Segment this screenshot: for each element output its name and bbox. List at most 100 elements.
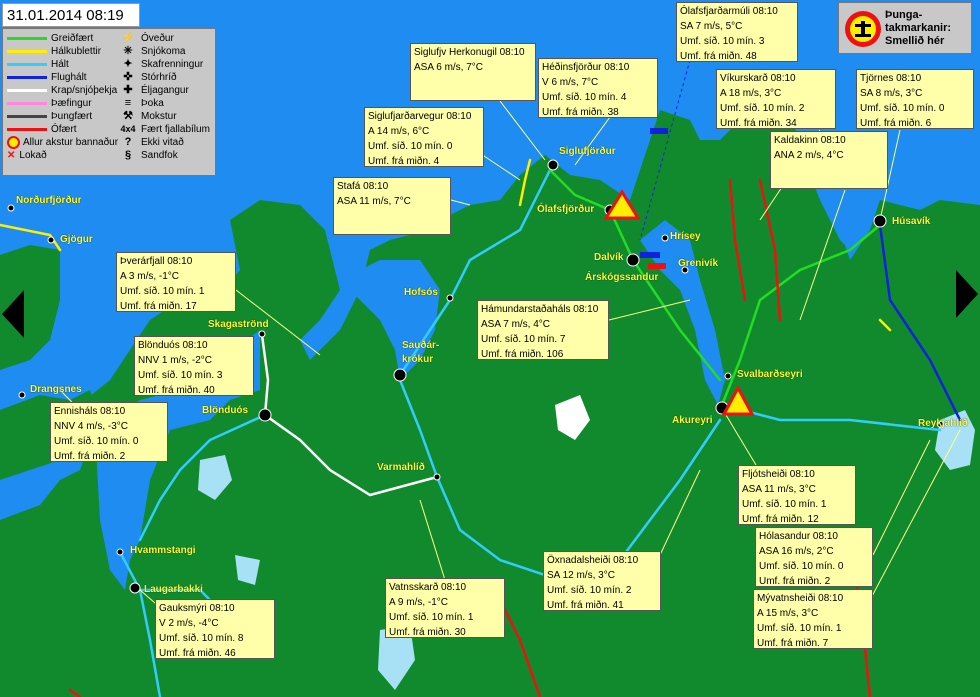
town-label[interactable]: Gjögur (60, 234, 93, 245)
fjord-skagafjordur (340, 260, 440, 380)
lake-1 (198, 455, 232, 500)
station-traffic-midnight: Umf. frá miðn. 30 (389, 627, 466, 638)
station-oxnadalsheidi[interactable]: Öxnadalsheiði 08:10 SA 12 m/s, 3°C Umf. … (543, 551, 661, 611)
station-traffic-10min: Umf. síð. 10 mín. 8 (159, 633, 244, 644)
town-label[interactable]: Húsavík (892, 216, 931, 227)
legend-label: Hálkublettir (51, 46, 102, 57)
legend-row: ⚒Mokstur (119, 110, 210, 123)
legend-row: Ófært (7, 123, 118, 136)
station-traffic-midnight: Umf. frá miðn. 4 (368, 156, 440, 167)
town-label[interactable]: Siglufjörður (559, 146, 616, 157)
station-kaldakinn[interactable]: Kaldakinn 08:10 ANA 2 m/s, 4°C (770, 131, 888, 189)
town-label[interactable]: Hvammstangi (130, 545, 196, 556)
legend-label: Ekki vitað (141, 137, 184, 148)
legend-row: ✕Lokað (7, 149, 118, 162)
station-olafsfjardarmuli[interactable]: Ólafsfjarðarmúli 08:10 SA 7 m/s, 5°C Umf… (676, 2, 798, 62)
station-ennishals[interactable]: Ennisháls 08:10 NNV 4 m/s, -3°C Umf. síð… (50, 402, 168, 462)
town-label[interactable]: Árskógssandur (585, 272, 659, 283)
station-fljotsheidi[interactable]: Fljótsheiði 08:10 ASA 11 m/s, 3°C Umf. s… (738, 465, 856, 525)
town-label[interactable]: Hofsós (404, 287, 438, 298)
station-wind: V 6 m/s, 7°C (542, 77, 599, 88)
legend-label: Stórhríð (141, 72, 177, 83)
legend-label: Fært fjallabílum (141, 124, 210, 135)
legend-line-swatch (7, 50, 47, 53)
station-wind: NNV 1 m/s, -2°C (138, 355, 213, 366)
station-holasandur[interactable]: Hólasandur 08:10 ASA 16 m/s, 2°C Umf. sí… (755, 527, 873, 587)
town-label[interactable]: Dalvík (594, 252, 624, 263)
town-label[interactable]: Norðurfjörður (16, 195, 82, 206)
station-traffic-10min: Umf. síð. 10 mín. 2 (720, 103, 805, 114)
station-name: Víkurskarð 08:10 (720, 73, 796, 84)
station-traffic-10min: Umf. síð. 10 mín. 3 (680, 36, 765, 47)
station-thverarfjall[interactable]: Þverárfjall 08:10 A 3 m/s, -1°C Umf. síð… (116, 252, 236, 312)
restriction-line: Þunga- (885, 9, 923, 21)
station-tjornes[interactable]: Tjörnes 08:10 SA 8 m/s, 3°C Umf. síð. 10… (856, 69, 974, 129)
station-traffic-midnight: Umf. frá miðn. 12 (742, 514, 819, 525)
legend-row: Krap/snjóþekja (7, 84, 118, 97)
pan-right-arrow-icon[interactable] (956, 270, 978, 318)
station-wind: SA 12 m/s, 3°C (547, 570, 615, 581)
blizzard-icon: ✜ (123, 71, 133, 83)
legend-row: Hálkublettir (7, 45, 118, 58)
town-label[interactable]: Reykjahlíð (918, 418, 969, 429)
legend-row: ≡ Þoka (119, 97, 210, 110)
allur-icon (7, 136, 20, 149)
station-traffic-10min: Umf. síð. 10 mín. 2 (547, 585, 632, 596)
station-wind: SA 8 m/s, 3°C (860, 88, 923, 99)
town-label[interactable]: Drangsnes (30, 384, 82, 395)
town-label[interactable]: Sauðár- (402, 340, 440, 351)
station-hedinsfjordur[interactable]: Héðinsfjörður 08:10 V 6 m/s, 7°C Umf. sí… (538, 58, 658, 118)
station-name: Mývatnsheiði 08:10 (757, 593, 844, 604)
station-gauksmyri[interactable]: Gauksmýri 08:10 V 2 m/s, -4°C Umf. síð. … (155, 599, 275, 659)
legend-row: ✳Snjókoma (119, 45, 210, 58)
fog-icon: ≡ (124, 97, 132, 109)
town-label[interactable]: krókur (402, 354, 434, 365)
station-vatnsskard[interactable]: Vatnsskarð 08:10 A 9 m/s, -1°C Umf. síð.… (385, 578, 505, 638)
unknown-icon: ? (124, 136, 132, 148)
station-traffic-10min: Umf. síð. 10 mín. 3 (138, 370, 223, 381)
station-wind: SA 7 m/s, 5°C (680, 21, 743, 32)
map-legend: Greiðfært Hálkublettir Hált Flughált Kra… (2, 28, 216, 176)
legend-label: Éljagangur (141, 85, 189, 96)
pan-left-arrow-icon[interactable] (2, 290, 24, 338)
station-siglufjv-herkonugil[interactable]: Siglufjv Herkonugil 08:10 ASA 6 m/s, 7°C (410, 43, 536, 101)
town-label[interactable]: Svalbarðseyri (737, 369, 803, 380)
town-label[interactable]: Ólafsfjörður (537, 204, 595, 215)
station-stafa[interactable]: Stafá 08:10 ASA 11 m/s, 7°C (333, 177, 451, 235)
station-siglufjardarvegur[interactable]: Siglufjarðarvegur 08:10 A 14 m/s, 6°C Um… (364, 107, 484, 167)
town-label[interactable]: Laugarbakki (144, 584, 203, 595)
town-label[interactable]: Akureyri (672, 415, 713, 426)
station-name: Héðinsfjörður 08:10 (542, 62, 630, 73)
station-wind: A 14 m/s, 6°C (368, 126, 430, 137)
station-vikurskard[interactable]: Víkurskarð 08:10 A 18 m/s, 3°C Umf. síð.… (716, 69, 836, 129)
legend-line-swatch (7, 115, 47, 118)
town-label[interactable]: Hrísey (670, 231, 701, 242)
drifting-snow-icon: ✦ (123, 58, 133, 70)
town-label[interactable]: Varmahlíð (377, 462, 425, 473)
station-traffic-midnight: Umf. frá miðn. 41 (547, 600, 624, 611)
station-name: Stafá 08:10 (337, 181, 389, 192)
legend-label: Mokstur (141, 111, 177, 122)
town-label[interactable]: Blönduós (202, 405, 249, 416)
legend-row: Þæfingur (7, 97, 118, 110)
legend-label: Þoka (141, 98, 164, 109)
station-traffic-midnight: Umf. frá miðn. 40 (138, 385, 215, 396)
restriction-line: Smellið hér (885, 35, 945, 47)
station-name: Tjörnes 08:10 (860, 73, 922, 84)
station-traffic-10min: Umf. síð. 10 mín. 0 (860, 103, 945, 114)
legend-label: Þæfingur (51, 98, 92, 109)
sandstorm-icon: § (124, 149, 132, 161)
station-blonduos[interactable]: Blönduós 08:10 NNV 1 m/s, -2°C Umf. síð.… (134, 336, 254, 396)
station-traffic-midnight: Umf. frá miðn. 6 (860, 118, 932, 129)
station-traffic-10min: Umf. síð. 10 mín. 0 (368, 141, 453, 152)
town-label[interactable]: Grenivík (678, 258, 719, 269)
station-traffic-midnight: Umf. frá miðn. 17 (120, 301, 197, 312)
station-hamundarstadahals[interactable]: Hámundarstaðaháls 08:10 ASA 7 m/s, 4°C U… (477, 300, 609, 360)
station-myvatnsheidi[interactable]: Mývatnsheiði 08:10 A 15 m/s, 3°C Umf. sí… (753, 589, 873, 649)
town-label[interactable]: Skagaströnd (208, 319, 269, 330)
legend-row: ✜ Stórhríð (119, 71, 210, 84)
weight-restrictions-button[interactable]: Þunga- takmarkanir: Smellið hér (838, 2, 972, 54)
station-wind: V 2 m/s, -4°C (159, 618, 219, 629)
